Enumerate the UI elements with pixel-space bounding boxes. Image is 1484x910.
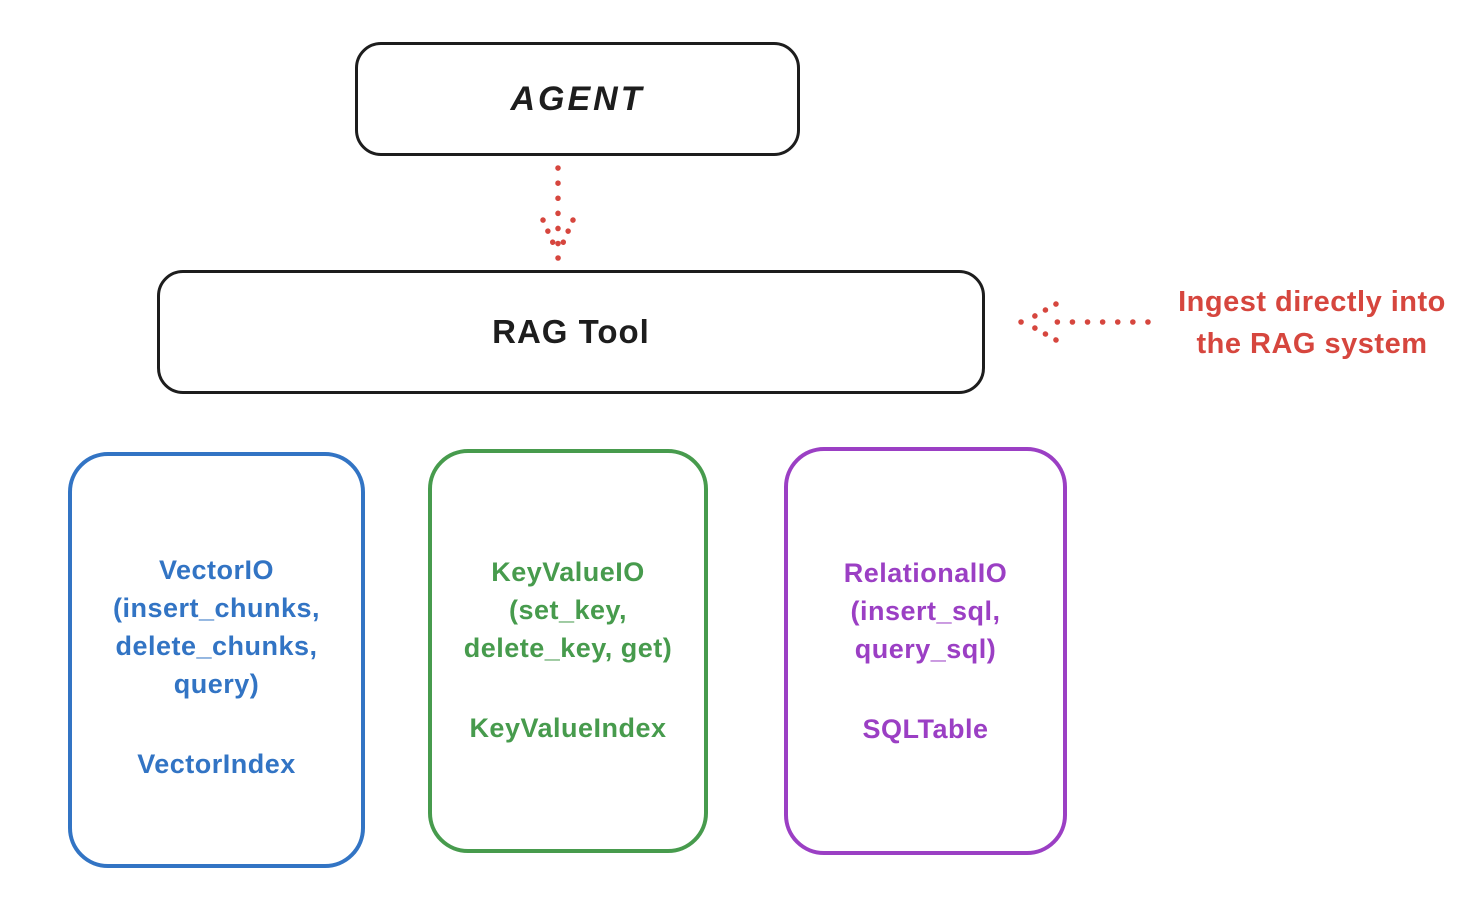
keyvalue-index-label: KeyValueIndex (469, 713, 667, 743)
keyvalue-io-method-line: delete_key, get) (463, 633, 673, 663)
ingest-annotation: Ingest directly into the RAG system (1140, 281, 1484, 365)
vector-io-title: VectorIO (158, 555, 275, 585)
node-rag-tool: RAG Tool (157, 270, 985, 394)
keyvalue-io-title: KeyValueIO (491, 557, 645, 587)
ingest-annotation-line1: Ingest directly into (1178, 286, 1446, 318)
rag-tool-label: RAG Tool (492, 313, 650, 350)
relational-io-method-line: (insert_sql, (850, 596, 1001, 626)
keyvalue-io-method-line: (set_key, (508, 595, 628, 625)
card-vector-io: VectorIO (insert_chunks, delete_chunks, … (68, 452, 365, 868)
ingest-annotation-line2: the RAG system (1196, 328, 1428, 360)
agent-to-rag-arrow (540, 165, 576, 261)
sql-table-label: SQLTable (862, 714, 989, 744)
vector-io-method-line: delete_chunks, (115, 631, 318, 661)
relational-io-method-line: query_sql) (854, 634, 997, 664)
vector-index-label: VectorIndex (137, 749, 296, 779)
relational-io-title: RelationalIO (843, 558, 1008, 588)
card-keyvalue-io: KeyValueIO (set_key, delete_key, get) Ke… (428, 449, 708, 853)
vector-io-method-line: query) (173, 669, 260, 699)
node-agent: AGENT (355, 42, 800, 156)
card-relational-io: RelationalIO (insert_sql, query_sql) SQL… (784, 447, 1067, 855)
agent-label: AGENT (510, 79, 645, 118)
annotation-to-rag-arrow (1018, 301, 1151, 343)
vector-io-method-line: (insert_chunks, (112, 593, 321, 623)
